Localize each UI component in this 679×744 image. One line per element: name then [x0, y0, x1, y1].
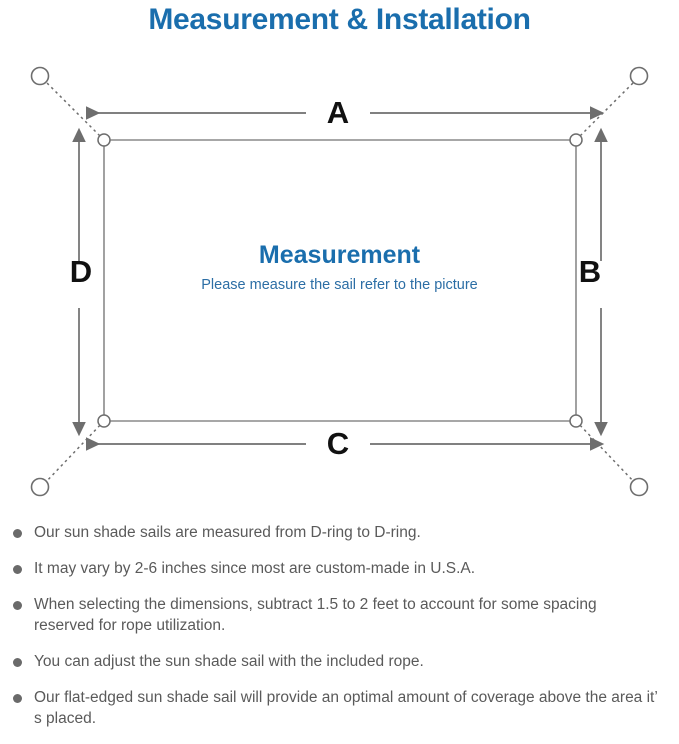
measurement-diagram: A B C D Measurement Please measure the s…	[0, 46, 679, 512]
dimension-label-d: D	[69, 254, 93, 289]
anchor-ring-bottom-left	[30, 477, 50, 497]
bullet-icon	[13, 658, 22, 667]
d-ring-top-left	[97, 133, 111, 147]
bullet-icon	[13, 601, 22, 610]
d-ring-bottom-right	[569, 414, 583, 428]
note-text: Our flat-edged sun shade sail will provi…	[34, 689, 658, 727]
list-item: Our sun shade sails are measured from D-…	[0, 522, 679, 543]
anchor-ring-top-left	[30, 66, 50, 86]
bullet-icon	[13, 694, 22, 703]
rope-top-right	[575, 79, 637, 141]
rope-top-left	[43, 79, 105, 141]
sail-body	[103, 139, 577, 422]
dimension-label-c: C	[326, 426, 350, 461]
rope-bottom-left	[43, 420, 105, 485]
d-ring-top-right	[569, 133, 583, 147]
page-title: Measurement & Installation	[148, 3, 531, 36]
list-item: It may vary by 2-6 inches since most are…	[0, 558, 679, 579]
diagram-canvas	[30, 66, 649, 497]
bullet-icon	[13, 529, 22, 538]
list-item: You can adjust the sun shade sail with t…	[0, 651, 679, 672]
bullet-icon	[13, 565, 22, 574]
anchor-ring-top-right	[629, 66, 649, 86]
notes-list: Our sun shade sails are measured from D-…	[0, 522, 679, 744]
dimension-label-b: B	[578, 254, 602, 289]
list-item: Our flat-edged sun shade sail will provi…	[0, 687, 679, 729]
note-text: It may vary by 2-6 inches since most are…	[34, 560, 476, 577]
list-item: When selecting the dimensions, subtract …	[0, 594, 679, 636]
d-ring-bottom-left	[97, 414, 111, 428]
rope-bottom-right	[575, 420, 637, 485]
dimension-label-a: A	[326, 95, 350, 130]
note-text: Our sun shade sails are measured from D-…	[34, 524, 421, 541]
note-text: When selecting the dimensions, subtract …	[34, 596, 597, 634]
anchor-ring-bottom-right	[629, 477, 649, 497]
note-text: You can adjust the sun shade sail with t…	[34, 653, 424, 670]
